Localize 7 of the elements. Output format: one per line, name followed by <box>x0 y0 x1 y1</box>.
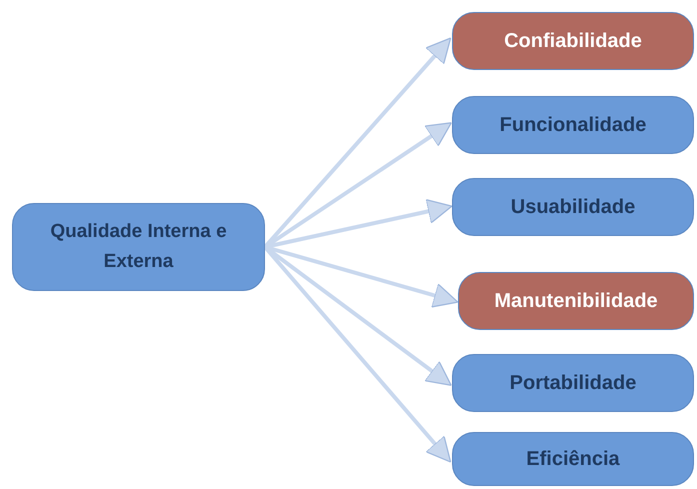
quality-box: Portabilidade <box>452 354 694 412</box>
quality-box: Eficiência <box>452 432 694 486</box>
quality-box: Confiabilidade <box>452 12 694 70</box>
root-box: Qualidade Interna e Externa <box>12 203 265 291</box>
quality-box: Funcionalidade <box>452 96 694 154</box>
quality-box: Usuabilidade <box>452 178 694 236</box>
quality-box: Manutenibilidade <box>458 272 694 330</box>
